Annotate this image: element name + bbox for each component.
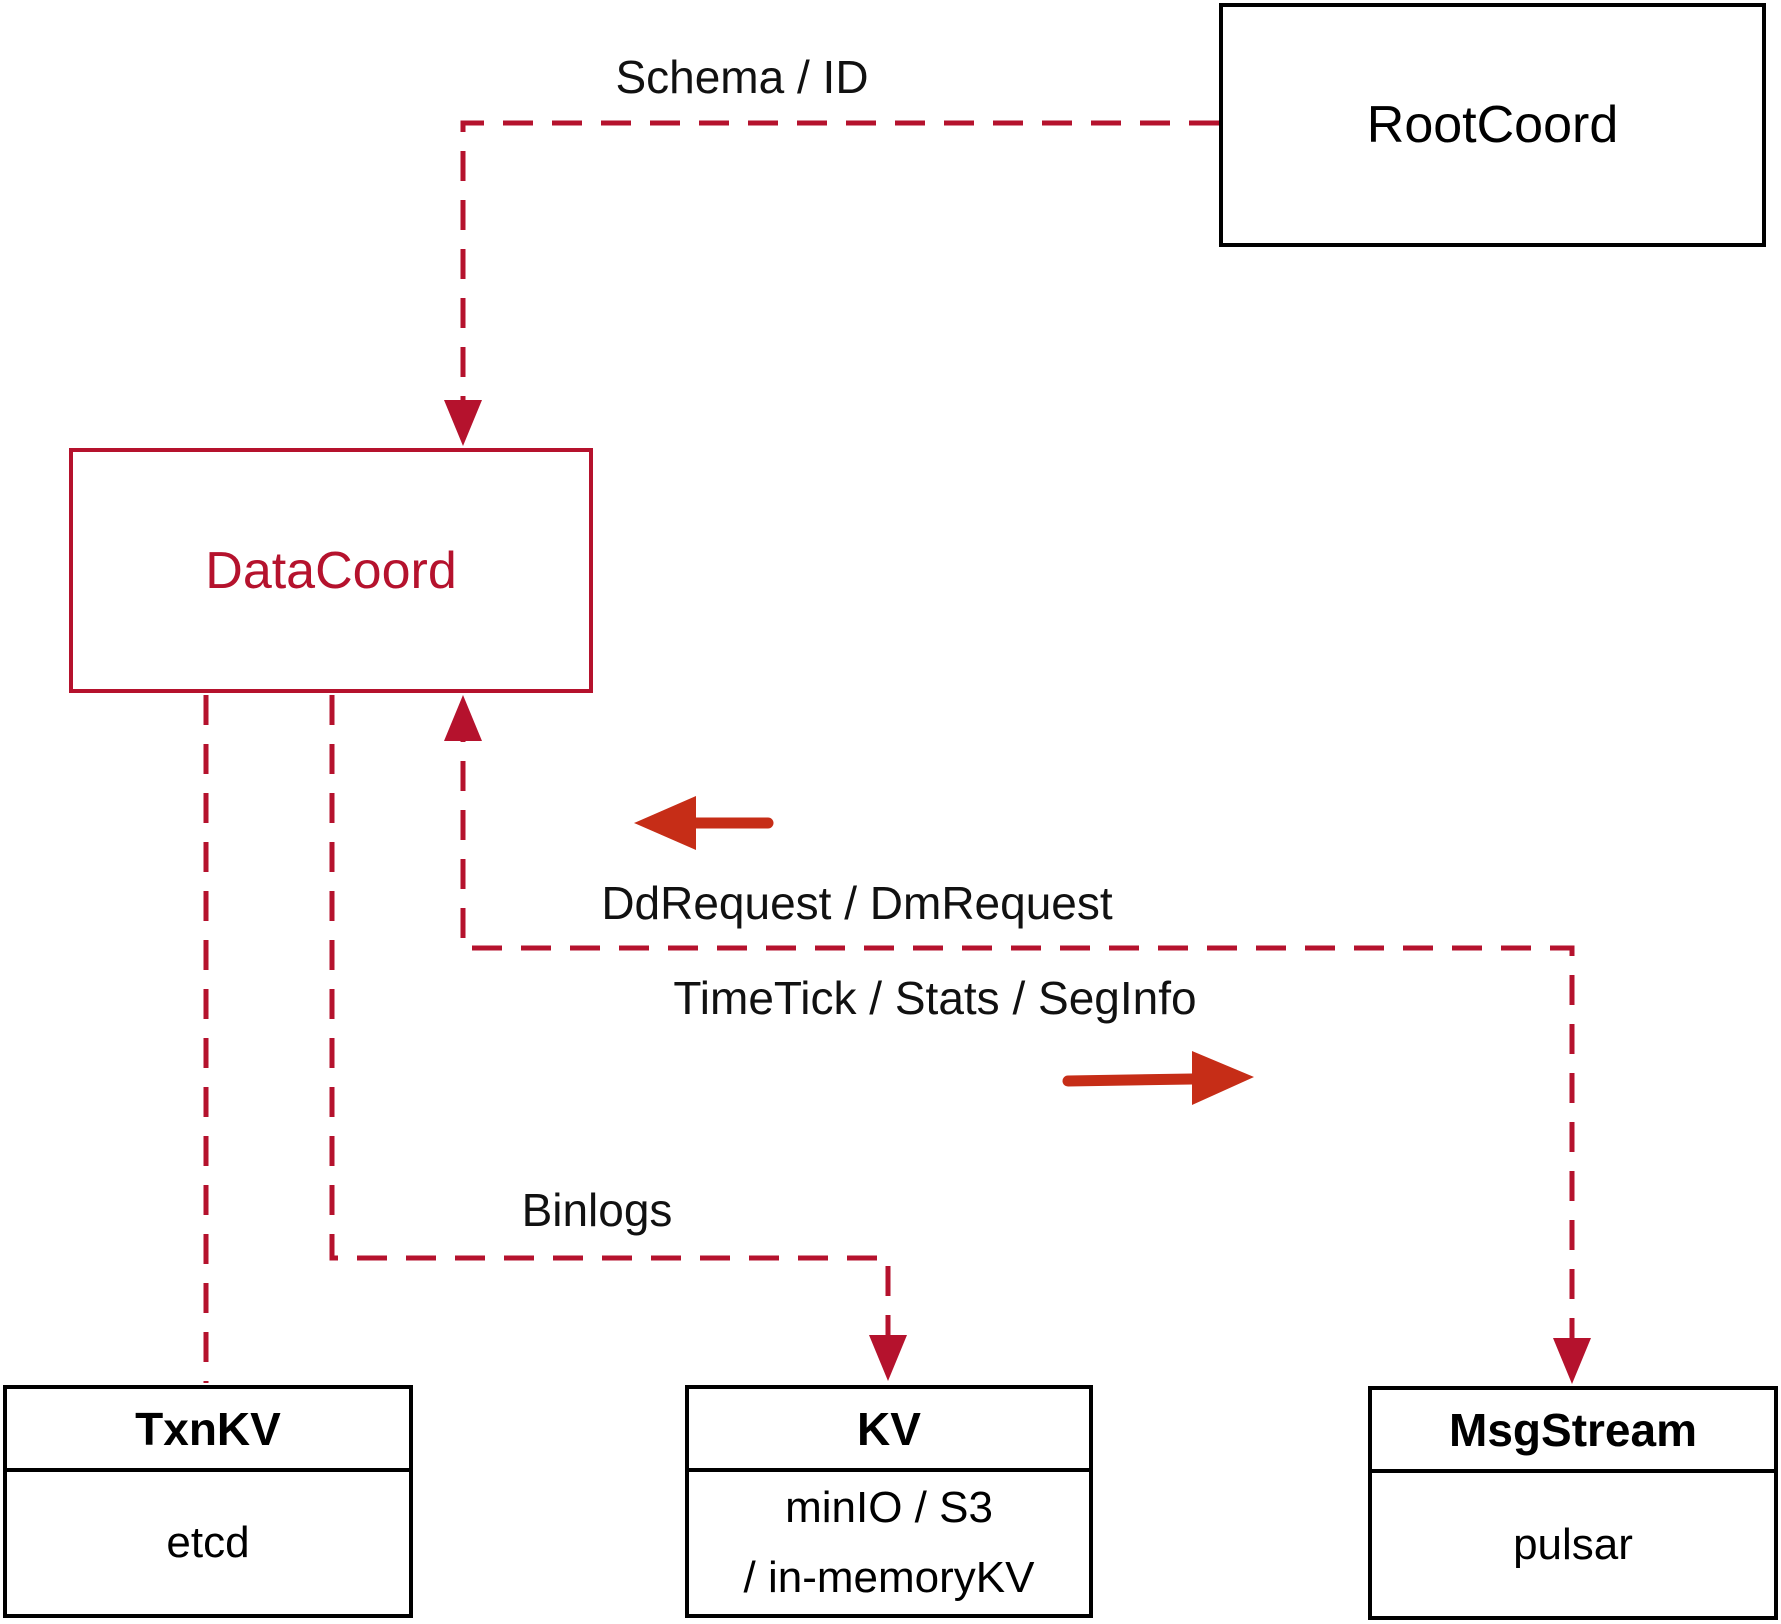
left-direction-arrow [634,796,774,850]
binlogs-edge-label: Binlogs [521,1184,673,1236]
rootcoord-label: RootCoord [1366,96,1619,154]
arrowhead-down-into-datacoord-top [444,400,482,446]
arrowhead-down-into-kv [869,1335,907,1381]
msgstream-title: MsgStream [1372,1390,1774,1473]
kv-body-line2: / in-memoryKV [743,1553,1035,1602]
msgstream-body: pulsar [1513,1519,1633,1569]
ddrequest-dmrequest-edge-label: DdRequest / DmRequest [601,877,1113,929]
datacoord-node: DataCoord [69,448,593,693]
arrowhead-up-into-datacoord-bottom [444,695,482,741]
arrowhead-down-into-msgstream [1553,1338,1591,1384]
txnkv-title: TxnKV [7,1389,409,1472]
timetick-stats-seginfo-edge-label: TimeTick / Stats / SegInfo [673,972,1197,1024]
kv-body-line1: minIO / S3 [785,1483,993,1532]
msgstream-node: MsgStream pulsar [1368,1386,1778,1620]
kv-title: KV [689,1389,1089,1472]
txnkv-node: TxnKV etcd [3,1385,413,1618]
rootcoord-node: RootCoord [1219,3,1766,247]
datacoord-label: DataCoord [205,541,457,600]
kv-node: KV minIO / S3 / in-memoryKV [685,1385,1093,1618]
txnkv-body: etcd [166,1518,250,1567]
edge-ddrequest-timetick [444,695,1591,1384]
edge-schema-id [444,120,1219,446]
right-direction-arrow [1062,1051,1254,1105]
kv-body: minIO / S3 / in-memoryKV [689,1472,1089,1614]
schema-id-edge-label: Schema / ID [615,51,869,103]
edge-binlogs [329,695,907,1381]
